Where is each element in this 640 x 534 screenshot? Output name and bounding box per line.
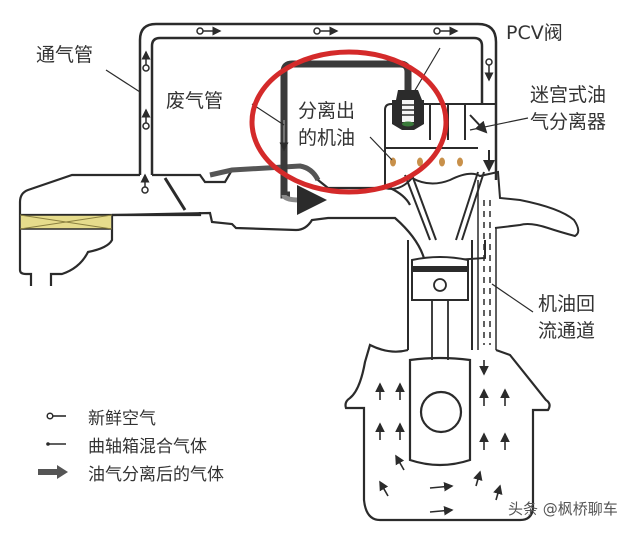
crankcase-gas-arrows — [375, 360, 510, 516]
legend-label: 新鲜空气 — [88, 408, 156, 429]
labyrinth-separator — [384, 103, 497, 188]
fresh-air-arrows — [140, 26, 494, 194]
legend-item-fresh-air: 新鲜空气 — [28, 402, 224, 430]
legend: 新鲜空气 曲轴箱混合气体 油气分离后的气体 — [28, 402, 224, 486]
label-vent-pipe: 通气管 — [36, 44, 94, 66]
pcv-valve — [392, 90, 424, 130]
label-oil-return-line2: 流通道 — [538, 320, 596, 342]
label-exhaust-pipe: 废气管 — [166, 90, 224, 112]
watermark: 头条 @枫桥聊车 — [508, 500, 618, 518]
label-pcv-valve: PCV阀 — [506, 22, 563, 44]
oil-return-channel — [477, 180, 497, 350]
intake-wall-shade — [209, 163, 321, 182]
legend-item-separated-gas: 油气分离后的气体 — [28, 458, 224, 486]
label-labyrinth-line2: 气分离器 — [530, 111, 607, 133]
label-labyrinth-line1: 迷宫式油 — [530, 84, 607, 106]
circle-arrow-icon — [46, 412, 66, 420]
leader-lines — [105, 47, 534, 313]
label-separated-oil-line1: 分离出 — [298, 100, 356, 122]
vent-pipe — [138, 22, 498, 180]
label-labyrinth-separator: 迷宫式油 气分离器 — [530, 82, 606, 136]
oil-drops — [390, 157, 463, 167]
thick-gray-arrow-icon — [38, 465, 68, 479]
cylinder-head — [384, 170, 580, 263]
piston — [411, 256, 469, 360]
legend-label: 油气分离后的气体 — [88, 464, 224, 485]
label-oil-return-line1: 机油回 — [538, 293, 596, 315]
highlight-circle — [249, 49, 449, 195]
legend-item-crankcase-gas: 曲轴箱混合气体 — [28, 430, 224, 458]
crankcase — [344, 343, 551, 522]
cylinder — [407, 240, 473, 350]
intake-manifold — [111, 164, 427, 263]
label-separated-oil: 分离出 的机油 — [298, 98, 355, 152]
small-arrow-icon — [46, 442, 66, 446]
legend-label: 曲轴箱混合气体 — [88, 436, 207, 457]
label-oil-return: 机油回 流通道 — [538, 291, 595, 345]
label-separated-oil-line2: 的机油 — [298, 127, 356, 149]
